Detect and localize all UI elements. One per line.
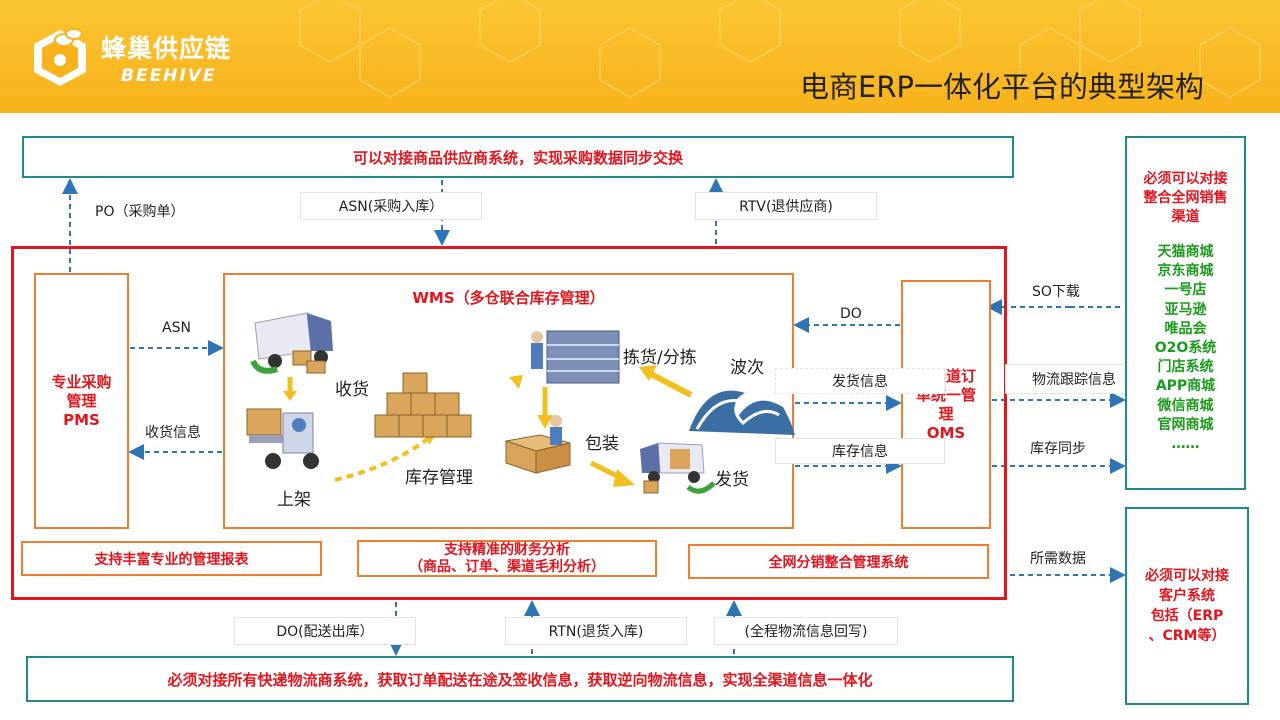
receipt-info-label: 收货信息 bbox=[145, 425, 201, 441]
channel-item: O2O系统 bbox=[1154, 340, 1217, 357]
channel-item: 亚马逊 bbox=[1164, 301, 1207, 318]
ship-arrow-icon bbox=[589, 460, 635, 487]
rtv-tag: RTV(退供应商) bbox=[695, 192, 877, 220]
stock-info-label: 库存信息 bbox=[775, 438, 945, 464]
brand-name-cn: 蜂巢供应链 bbox=[101, 34, 232, 63]
channels-list: 天猫商城 京东商城 一号店 亚马逊 唯品会 O2O系统 门店系统 APP商城 微… bbox=[1127, 243, 1244, 454]
sales-channels-box: 必须可以对接 整合全网销售 渠道 天猫商城 京东商城 一号店 亚马逊 唯品会 O… bbox=[1125, 136, 1246, 490]
wms-box: WMS（多仓联合库存管理） 收货 上架 bbox=[223, 273, 795, 529]
pack-arrow-icon bbox=[537, 387, 553, 429]
forklift-icon bbox=[246, 408, 319, 469]
tracking-writeback-tag: (全程物流信息回写) bbox=[714, 617, 898, 645]
finance-line1: 支持精准的财务分析 bbox=[444, 541, 570, 558]
channel-item: 天猫商城 bbox=[1157, 244, 1214, 260]
channel-item: 一号店 bbox=[1164, 282, 1207, 299]
channel-item: …… bbox=[1171, 436, 1200, 453]
wms-title: WMS（多仓联合库存管理） bbox=[412, 289, 605, 307]
oms-line4: OMS bbox=[926, 423, 966, 442]
do-outbound-tag: DO(配送出库） bbox=[234, 617, 416, 645]
reports-box: 支持丰富专业的管理报表 bbox=[21, 541, 322, 576]
channel-item: 门店系统 bbox=[1157, 359, 1214, 376]
channel-item: 京东商城 bbox=[1157, 263, 1214, 280]
customer-systems-box: 必须可以对接 客户系统 包括（ERP 、CRM等） bbox=[1125, 507, 1249, 705]
page-title: 电商ERP一体化平台的典型架构 bbox=[800, 70, 1204, 104]
pms-line1: 专业采购 bbox=[51, 372, 112, 391]
needed-data-label: 所需数据 bbox=[1030, 551, 1086, 567]
receiving-truck-icon bbox=[250, 312, 333, 374]
channel-item: 官网商城 bbox=[1157, 416, 1214, 433]
channels-heading: 必须可以对接 整合全网销售 渠道 bbox=[1127, 170, 1244, 227]
asn-inbound-tag: ASN(采购入库） bbox=[300, 192, 482, 220]
finance-box: 支持精准的财务分析 （商品、订单、渠道毛利分析） bbox=[357, 540, 657, 577]
inventory-boxes-icon bbox=[374, 372, 472, 438]
supplier-system-box: 可以对接商品供应商系统，实现采购数据同步交换 bbox=[22, 136, 1014, 178]
customer-line4: 、CRM等） bbox=[1148, 628, 1226, 644]
tracking-info-label: 物流跟踪信息 bbox=[1005, 364, 1143, 394]
customer-line2: 客户系统 bbox=[1159, 588, 1215, 604]
arrow-down-icon bbox=[283, 377, 297, 401]
ship-label: 发货 bbox=[715, 470, 749, 490]
customer-line3: 包括（ERP bbox=[1150, 608, 1224, 624]
pick-arrow-icon bbox=[639, 365, 693, 398]
asn-flow-label: ASN bbox=[162, 320, 191, 336]
shipping-truck-icon bbox=[640, 442, 716, 494]
pack-label: 包装 bbox=[585, 434, 619, 454]
finance-line2: （商品、订单、渠道毛利分析） bbox=[409, 558, 605, 575]
pick-label: 拣货/分拣 bbox=[623, 348, 697, 368]
rtn-inbound-tag: RTN(退货入库) bbox=[505, 617, 687, 645]
so-download-label: SO下载 bbox=[1032, 284, 1080, 300]
pms-line3: PMS bbox=[63, 410, 100, 429]
pms-box: 专业采购 管理 PMS bbox=[34, 273, 129, 529]
oms-box: 全渠道订 单统一管 理 OMS bbox=[901, 280, 991, 529]
po-label: PO（采购单） bbox=[95, 204, 185, 220]
channel-item: APP商城 bbox=[1155, 378, 1216, 395]
channel-item: 微信商城 bbox=[1157, 397, 1214, 414]
customer-line1: 必须可以对接 bbox=[1145, 568, 1229, 584]
packing-icon bbox=[505, 415, 571, 474]
ship-info-label: 发货信息 bbox=[775, 368, 945, 394]
wave-image bbox=[689, 390, 795, 435]
header-banner: 蜂巢供应链 BEEHIVE 电商ERP一体化平台的典型架构 bbox=[0, 0, 1280, 113]
receive-label: 收货 bbox=[335, 380, 369, 400]
erp-platform-frame bbox=[11, 246, 1007, 600]
shelve-label: 上架 bbox=[277, 490, 311, 510]
stock-sync-label: 库存同步 bbox=[1030, 441, 1086, 457]
pms-line2: 管理 bbox=[66, 391, 97, 410]
channels-heading-line1: 必须可以对接 bbox=[1143, 171, 1228, 187]
picking-rack-icon bbox=[531, 330, 620, 384]
inventory-label: 库存管理 bbox=[405, 468, 473, 488]
channels-heading-line2: 整合全网销售 bbox=[1143, 190, 1228, 206]
beehive-logo-icon bbox=[34, 28, 86, 86]
honeycomb-pattern bbox=[299, 0, 1261, 98]
oms-line3: 理 bbox=[938, 404, 954, 423]
do-flow-label: DO bbox=[840, 306, 862, 322]
logistics-system-box: 必须对接所有快递物流商系统，获取订单配送在途及签收信息，获取逆向物流信息，实现全… bbox=[26, 656, 1014, 702]
distribution-box: 全网分销整合管理系统 bbox=[688, 544, 989, 579]
channels-heading-line3: 渠道 bbox=[1171, 209, 1200, 225]
brand-name-en: BEEHIVE bbox=[121, 66, 217, 86]
wave-label: 波次 bbox=[730, 358, 764, 378]
channel-item: 唯品会 bbox=[1164, 320, 1207, 337]
